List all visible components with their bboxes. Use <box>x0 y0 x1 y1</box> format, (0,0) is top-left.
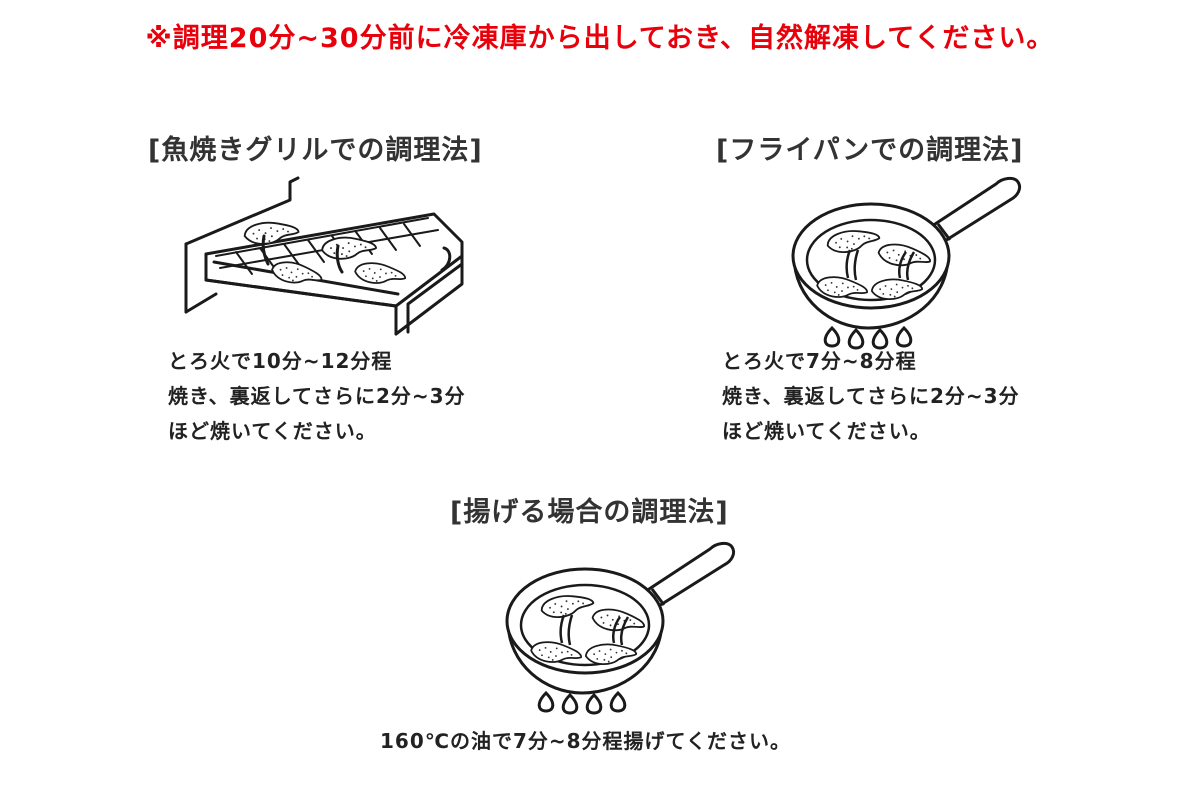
instruction-line: とろ火で7分~8分程 <box>722 349 917 373</box>
instruction-line: 160℃の油で7分~8分程揚げてください。 <box>380 729 791 753</box>
frypan-instructions: とろ火で7分~8分程 焼き、裏返してさらに2分~3分 ほど焼いてください。 <box>722 344 1020 449</box>
grill-instructions: とろ火で10分~12分程 焼き、裏返してさらに2分~3分 ほど焼いてください。 <box>168 344 466 449</box>
grill-method-heading: [魚焼きグリルでの調理法] <box>148 135 483 166</box>
instruction-line: とろ火で10分~12分程 <box>168 349 393 373</box>
instruction-line: ほど焼いてください。 <box>722 419 931 443</box>
frypan-method-heading: [フライパンでの調理法] <box>716 135 1024 166</box>
grill-tray-icon <box>184 176 464 336</box>
frying-pan-icon <box>788 160 1028 350</box>
instruction-line: 焼き、裏返してさらに2分~3分 <box>722 384 1020 408</box>
instruction-line: ほど焼いてください。 <box>168 419 377 443</box>
thaw-notice: ※調理20分~30分前に冷凍庫から出しておき、自然解凍してください。 <box>145 23 1055 54</box>
deepfry-method-heading: [揚げる場合の調理法] <box>450 497 729 528</box>
instruction-line: 焼き、裏返してさらに2分~3分 <box>168 384 466 408</box>
deepfry-instructions: 160℃の油で7分~8分程揚げてください。 <box>380 724 791 759</box>
frying-pan-icon <box>502 525 742 715</box>
